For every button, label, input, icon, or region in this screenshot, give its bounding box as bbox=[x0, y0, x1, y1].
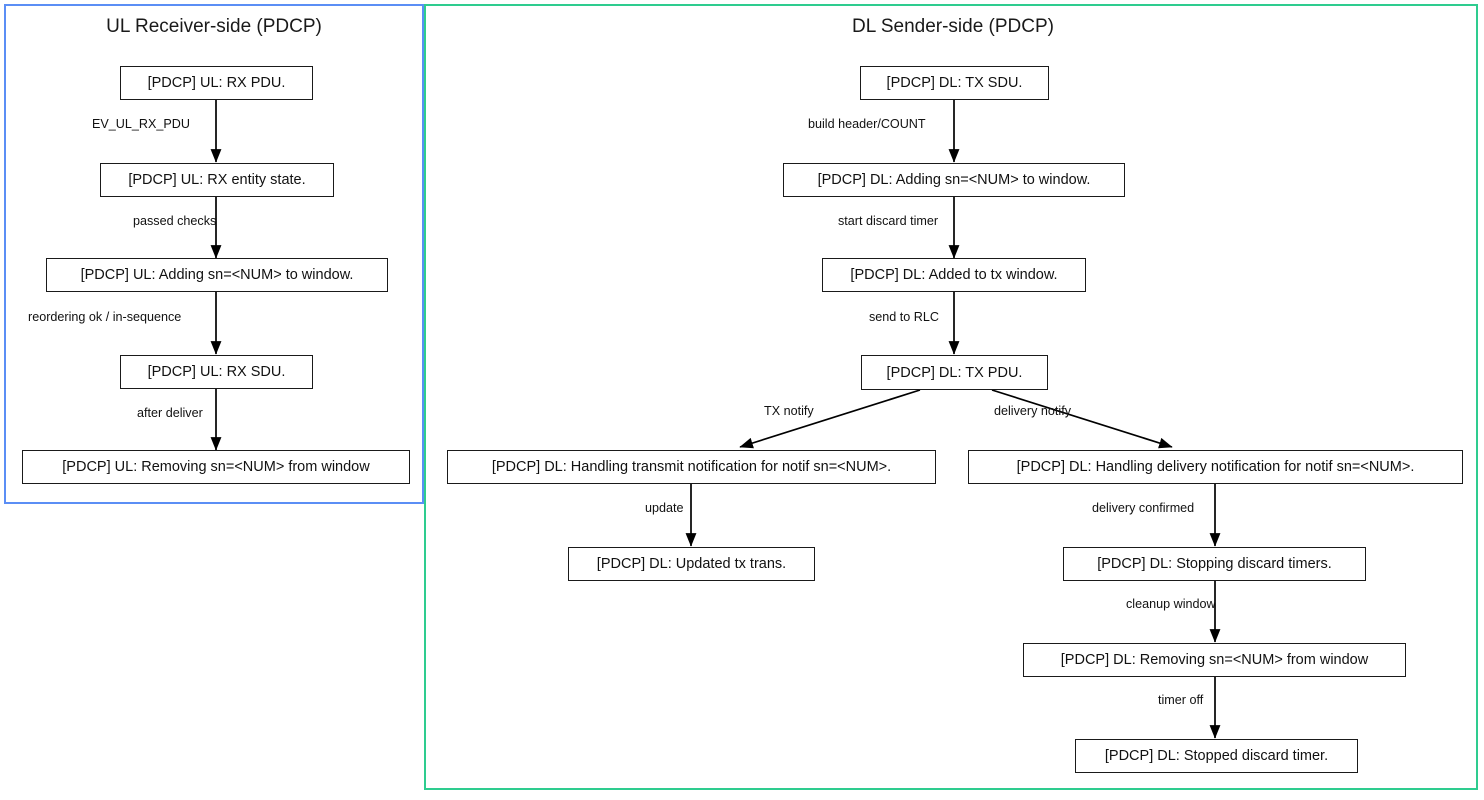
node-ul-removing-sn[interactable]: [PDCP] UL: Removing sn=<NUM> from window bbox=[22, 450, 410, 484]
edge-label-update: update bbox=[645, 501, 684, 515]
node-ul-rx-pdu[interactable]: [PDCP] UL: RX PDU. bbox=[120, 66, 313, 100]
edge-label-build-header-count: build header/COUNT bbox=[808, 117, 926, 131]
edge-label-ev-ul-rx-pdu: EV_UL_RX_PDU bbox=[92, 117, 190, 131]
node-dl-updated-tx-trans[interactable]: [PDCP] DL: Updated tx trans. bbox=[568, 547, 815, 581]
node-dl-adding-sn[interactable]: [PDCP] DL: Adding sn=<NUM> to window. bbox=[783, 163, 1125, 197]
dl-panel-title: DL Sender-side (PDCP) bbox=[851, 16, 1055, 37]
node-dl-tx-sdu[interactable]: [PDCP] DL: TX SDU. bbox=[860, 66, 1049, 100]
node-dl-stopping-discard-timers[interactable]: [PDCP] DL: Stopping discard timers. bbox=[1063, 547, 1366, 581]
edge-label-delivery-confirmed: delivery confirmed bbox=[1092, 501, 1195, 515]
edge-label-after-deliver: after deliver bbox=[137, 406, 203, 420]
edge-label-start-discard-timer: start discard timer bbox=[838, 214, 939, 228]
node-dl-removing-sn[interactable]: [PDCP] DL: Removing sn=<NUM> from window bbox=[1023, 643, 1406, 677]
node-dl-handling-transmit-notification[interactable]: [PDCP] DL: Handling transmit notificatio… bbox=[447, 450, 936, 484]
dl-sender-panel bbox=[424, 4, 1478, 790]
node-ul-rx-entity-state[interactable]: [PDCP] UL: RX entity state. bbox=[100, 163, 334, 197]
ul-panel-title: UL Receiver-side (PDCP) bbox=[106, 16, 322, 37]
node-dl-added-tx-window[interactable]: [PDCP] DL: Added to tx window. bbox=[822, 258, 1086, 292]
edge-label-send-to-rlc: send to RLC bbox=[869, 310, 940, 324]
edge-label-tx-notify: TX notify bbox=[764, 404, 814, 418]
ul-receiver-panel bbox=[4, 4, 424, 504]
edge-label-cleanup-window: cleanup window bbox=[1126, 597, 1216, 611]
node-dl-tx-pdu[interactable]: [PDCP] DL: TX PDU. bbox=[861, 355, 1048, 390]
node-dl-handling-delivery-notification[interactable]: [PDCP] DL: Handling delivery notificatio… bbox=[968, 450, 1463, 484]
edge-label-passed-checks: passed checks bbox=[133, 214, 217, 228]
node-ul-rx-sdu[interactable]: [PDCP] UL: RX SDU. bbox=[120, 355, 313, 389]
node-ul-adding-sn[interactable]: [PDCP] UL: Adding sn=<NUM> to window. bbox=[46, 258, 388, 292]
edge-label-delivery-notify: delivery notify bbox=[994, 404, 1071, 418]
edge-label-reordering-ok: reordering ok / in-sequence bbox=[28, 310, 182, 324]
edge-label-timer-off: timer off bbox=[1158, 693, 1204, 707]
node-dl-stopped-discard-timer[interactable]: [PDCP] DL: Stopped discard timer. bbox=[1075, 739, 1358, 773]
